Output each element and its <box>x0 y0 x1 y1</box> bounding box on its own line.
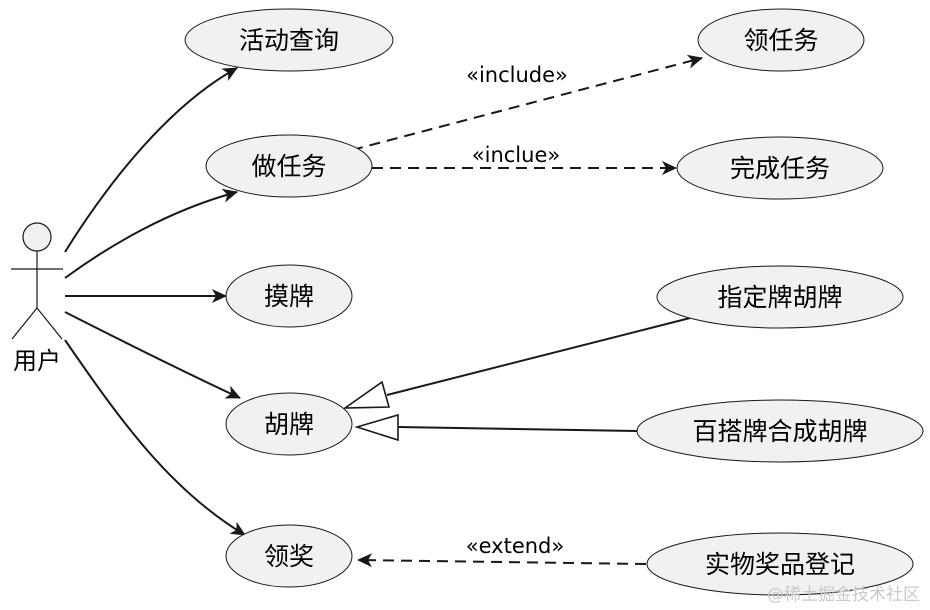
use-case-win-hand: 胡牌 <box>225 392 353 456</box>
edge-generalization-designated <box>386 317 691 396</box>
use-case-receive-task: 领任务 <box>697 8 865 72</box>
actor-label: 用户 <box>13 347 61 375</box>
label-include-complete-task: «inclue» <box>472 143 560 167</box>
use-case-physical-prize-register-label: 实物奖品登记 <box>705 550 855 579</box>
edge-user-activity-query <box>64 67 238 253</box>
edge-user-win-hand <box>64 311 241 399</box>
use-case-draw-tile-label: 摸牌 <box>264 282 314 311</box>
use-case-do-task-label: 做任务 <box>251 152 326 181</box>
actor-head <box>22 222 52 252</box>
edge-include-receive-task <box>351 54 703 151</box>
use-case-designated-tile-win: 指定牌胡牌 <box>656 265 904 329</box>
use-case-activity-query: 活动查询 <box>184 8 394 72</box>
generalization-arrow-wildcard <box>354 413 399 442</box>
actor-right-leg <box>36 307 63 340</box>
edge-extend-prize <box>357 553 647 568</box>
use-case-wildcard-combo-win: 百搭牌合成胡牌 <box>636 399 924 463</box>
use-case-complete-task-label: 完成任务 <box>730 154 830 183</box>
generalization-arrow-designated <box>342 380 391 409</box>
use-case-draw-tile: 摸牌 <box>225 264 353 328</box>
use-case-designated-tile-win-label: 指定牌胡牌 <box>717 283 842 312</box>
use-case-win-hand-label: 胡牌 <box>264 410 314 439</box>
use-case-wildcard-combo-win-label: 百搭牌合成胡牌 <box>692 417 867 446</box>
edge-user-do-task <box>64 188 238 279</box>
use-case-do-task: 做任务 <box>205 134 373 198</box>
actor-user: 用户 <box>11 222 63 375</box>
edge-generalization-wildcard <box>397 426 639 432</box>
use-case-complete-task: 完成任务 <box>676 136 884 200</box>
use-case-activity-query-label: 活动查询 <box>239 26 339 55</box>
use-case-claim-reward: 领奖 <box>225 524 353 588</box>
edge-user-claim-reward <box>64 339 246 536</box>
watermark: @稀土掘金技术社区 <box>767 585 920 605</box>
use-case-physical-prize-register: 实物奖品登记 <box>646 532 914 596</box>
label-include-receive-task: «include» <box>466 63 568 87</box>
label-extend-prize: «extend» <box>466 534 564 558</box>
actor-left-leg <box>11 307 38 340</box>
use-case-receive-task-label: 领任务 <box>743 26 818 55</box>
use-case-claim-reward-label: 领奖 <box>264 542 314 571</box>
